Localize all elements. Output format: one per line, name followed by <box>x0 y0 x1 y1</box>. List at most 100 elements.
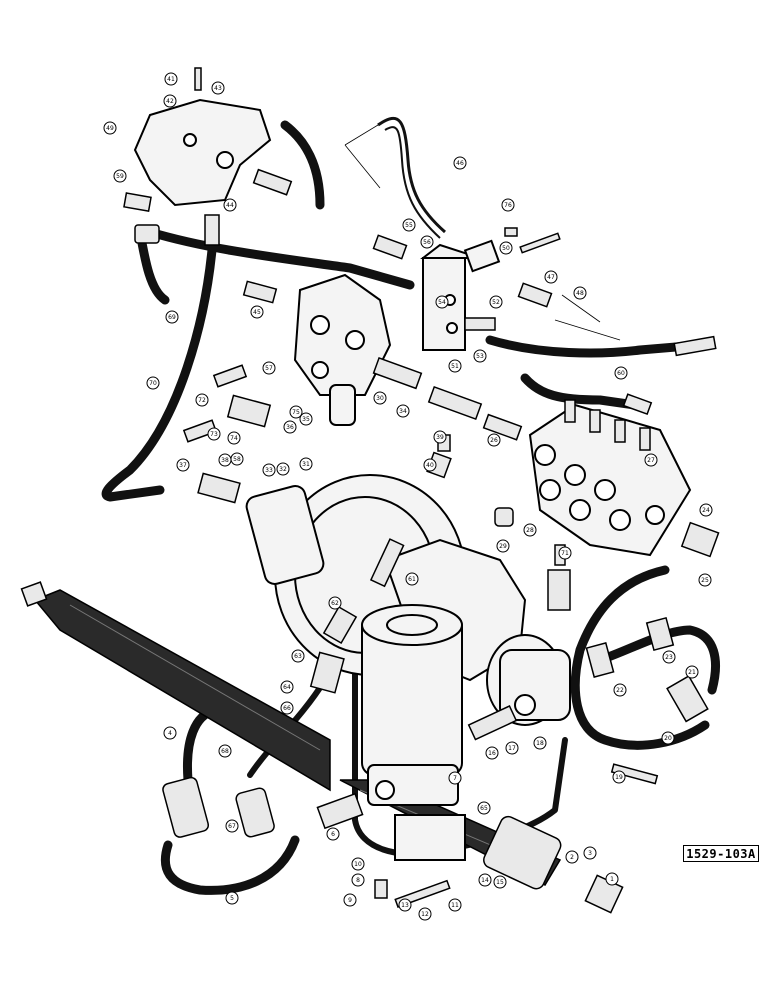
callout-circle-71 <box>558 546 572 560</box>
callout-circle-19 <box>612 770 626 784</box>
callout-circle-65 <box>477 801 491 815</box>
hydraulic-pump <box>486 634 571 726</box>
callout-44: 44 <box>226 202 234 209</box>
leader-lines <box>344 124 621 341</box>
callout-71: 71 <box>561 550 569 557</box>
callout-circle-59 <box>113 169 127 183</box>
callout-58: 58 <box>233 456 241 463</box>
callout-circle-10 <box>351 857 365 871</box>
callout-36: 36 <box>286 424 294 431</box>
callout-circle-40 <box>423 458 437 472</box>
converter-hub <box>245 485 325 585</box>
callout-circle-44 <box>223 198 237 212</box>
mount-plate <box>463 239 501 273</box>
callout-circle-17 <box>505 741 519 755</box>
steel-tube-46-inner <box>384 126 441 239</box>
callout-circle-47 <box>544 270 558 284</box>
callout-35: 35 <box>302 416 310 423</box>
filter-assembly <box>361 604 466 861</box>
callout-circle-32 <box>276 462 290 476</box>
callout-circle-4 <box>163 726 177 740</box>
callout-33: 33 <box>265 467 273 474</box>
callout-circle-50 <box>499 241 513 255</box>
callout-74: 74 <box>230 435 238 442</box>
callout-46: 46 <box>456 160 464 167</box>
callout-61: 61 <box>408 576 416 583</box>
upper-valve-body <box>133 98 272 207</box>
callout-18: 18 <box>536 740 544 747</box>
callout-circle-76 <box>501 198 515 212</box>
callout-20: 20 <box>664 735 672 742</box>
callout-circle-55 <box>402 218 416 232</box>
callout-circle-37 <box>176 458 190 472</box>
callout-circle-9 <box>343 893 357 907</box>
steel-tube-46 <box>377 117 446 234</box>
callout-circle-56 <box>420 235 434 249</box>
cross-hose <box>145 227 415 290</box>
callout-circle-12 <box>418 907 432 921</box>
callout-59: 59 <box>116 173 124 180</box>
callout-circle-61 <box>405 572 419 586</box>
callout-circle-6 <box>326 827 340 841</box>
callout-63: 63 <box>294 653 302 660</box>
callout-circle-74 <box>227 431 241 445</box>
callout-circle-1 <box>605 872 619 886</box>
callout-56: 56 <box>423 239 431 246</box>
callout-circle-46 <box>453 156 467 170</box>
callout-49: 49 <box>106 125 114 132</box>
callout-2: 2 <box>570 854 574 861</box>
hose-4 <box>182 705 220 785</box>
callout-48: 48 <box>576 290 584 297</box>
callout-76: 76 <box>504 202 512 209</box>
figure-code: 1529-103A <box>683 845 759 862</box>
callout-circle-41 <box>164 72 178 86</box>
callout-38: 38 <box>221 457 229 464</box>
upper-valve <box>133 67 272 207</box>
pressure-hose-60 <box>485 335 705 358</box>
callout-30: 30 <box>376 395 384 402</box>
callout-circle-52 <box>489 295 503 309</box>
control-valve-bank <box>528 399 692 557</box>
callout-circle-5 <box>225 891 239 905</box>
pressure-hose-lower <box>520 373 640 410</box>
callout-circle-28 <box>523 523 537 537</box>
callout-circle-75 <box>289 405 303 419</box>
callout-circle-58 <box>230 452 244 466</box>
steering-valve-body <box>293 273 392 396</box>
callout-25: 25 <box>701 577 709 584</box>
callout-circle-23 <box>662 650 676 664</box>
callout-28: 28 <box>526 527 534 534</box>
return-hose <box>101 227 217 502</box>
callout-6: 6 <box>331 831 335 838</box>
callout-circle-8 <box>351 873 365 887</box>
hose-5 <box>160 835 300 895</box>
callout-26: 26 <box>490 437 498 444</box>
callout-circle-60 <box>614 366 628 380</box>
callout-72: 72 <box>198 397 206 404</box>
callout-12: 12 <box>421 911 429 918</box>
callout-27: 27 <box>647 457 655 464</box>
callout-5: 5 <box>230 895 234 902</box>
callout-24: 24 <box>702 507 710 514</box>
callout-3: 3 <box>588 850 592 857</box>
callout-65: 65 <box>480 805 488 812</box>
filter-cap <box>386 614 438 636</box>
callout-13: 13 <box>401 902 409 909</box>
callout-circle-49 <box>103 121 117 135</box>
callout-circle-20 <box>661 731 675 745</box>
fittings <box>123 168 720 908</box>
callout-circle-54 <box>435 295 449 309</box>
callout-45: 45 <box>253 309 261 316</box>
callout-43: 43 <box>214 85 222 92</box>
callout-52: 52 <box>492 299 500 306</box>
callout-16: 16 <box>488 750 496 757</box>
callout-41: 41 <box>167 76 175 83</box>
callout-circle-18 <box>533 736 547 750</box>
callout-circle-73 <box>207 427 221 441</box>
callout-8: 8 <box>356 877 360 884</box>
callout-circle-33 <box>262 463 276 477</box>
callout-circle-43 <box>211 81 225 95</box>
callout-circle-39 <box>433 430 447 444</box>
callout-53: 53 <box>476 353 484 360</box>
